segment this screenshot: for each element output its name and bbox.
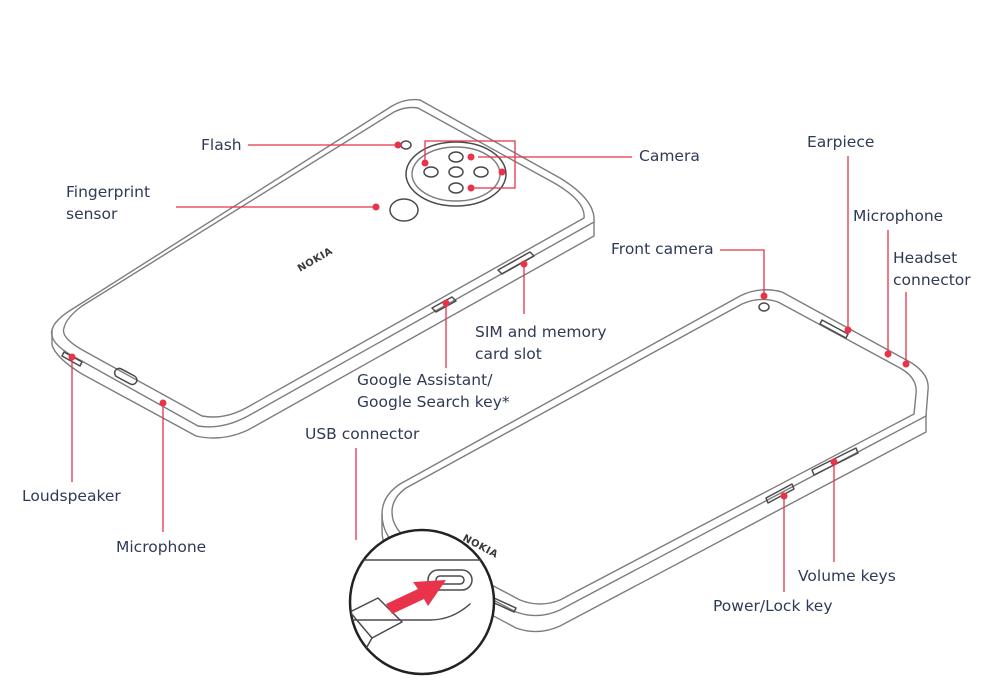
- marker-camera-left: [421, 159, 429, 167]
- inset-usb-port-icon: [427, 569, 473, 591]
- leader-camera-box: [424, 140, 516, 189]
- marker-fingerprint: [372, 203, 380, 211]
- camera-center-lens: [448, 166, 464, 178]
- label-fingerprint-line2: sensor: [66, 205, 118, 223]
- inset-phone-lower: [351, 603, 471, 621]
- label-headset-line1: Headset: [893, 249, 958, 267]
- camera-lens-right: [473, 166, 489, 178]
- marker-microphone-top: [884, 350, 892, 358]
- label-headset-line2: connector: [893, 271, 971, 289]
- marker-headset: [902, 360, 910, 368]
- camera-lens-bottom: [448, 182, 464, 194]
- usb-inset-circle: [348, 528, 496, 676]
- fingerprint-sensor-icon: [389, 198, 419, 222]
- marker-earpiece: [844, 326, 852, 334]
- marker-flash: [394, 141, 402, 149]
- marker-volume: [830, 458, 838, 466]
- label-usb: USB connector: [305, 425, 420, 443]
- earpiece-icon: [819, 319, 849, 339]
- label-volume: Volume keys: [798, 567, 896, 585]
- marker-front-camera: [760, 292, 768, 300]
- inset-usb-port-inner: [435, 575, 465, 585]
- phone-back-edge: [51, 221, 595, 439]
- marker-camera-top: [467, 153, 475, 161]
- marker-assistant: [442, 299, 450, 307]
- brand-logo-back: NOKIA: [296, 246, 335, 275]
- leader-lines: [68, 140, 910, 592]
- label-assistant-line1: Google Assistant/: [357, 371, 493, 389]
- back-usb-port-icon: [113, 367, 138, 386]
- camera-lens-top: [448, 151, 464, 163]
- phone-back: NOKIA: [50, 98, 595, 439]
- camera-module: [405, 141, 507, 207]
- usb-cable-plug-icon: [350, 597, 403, 639]
- marker-camera-right: [498, 168, 506, 176]
- label-sim-line1: SIM and memory: [475, 323, 607, 341]
- phone-front-screen: [391, 298, 917, 605]
- label-power: Power/Lock key: [713, 597, 833, 615]
- marker-loudspeaker: [68, 353, 76, 361]
- label-flash: Flash: [201, 136, 242, 154]
- label-earpiece: Earpiece: [807, 133, 875, 151]
- label-microphone-bottom: Microphone: [116, 538, 207, 556]
- marker-camera-bottom: [467, 184, 475, 192]
- label-loudspeaker: Loudspeaker: [22, 487, 121, 505]
- label-sim-line2: card slot: [475, 345, 542, 363]
- label-fingerprint-line1: Fingerprint: [66, 183, 151, 201]
- camera-lens-left: [423, 166, 439, 178]
- marker-power: [780, 492, 788, 500]
- sim-slot-icon: [497, 251, 535, 275]
- volume-keys-icon: [811, 447, 859, 476]
- flash-icon: [400, 140, 412, 150]
- label-assistant-line2: Google Search key*: [357, 393, 510, 411]
- power-key-icon: [765, 483, 795, 504]
- label-front-camera: Front camera: [611, 240, 714, 258]
- label-microphone-top: Microphone: [853, 207, 944, 225]
- insert-arrow-icon: [386, 580, 446, 614]
- front-camera-icon: [758, 302, 770, 312]
- phone-back-inner: [62, 106, 585, 418]
- label-camera: Camera: [639, 147, 700, 165]
- marker-microphone-bottom: [159, 399, 167, 407]
- marker-sim: [520, 260, 528, 268]
- leader-front-camera: [720, 249, 765, 296]
- back-loudspeaker-icon: [61, 351, 83, 367]
